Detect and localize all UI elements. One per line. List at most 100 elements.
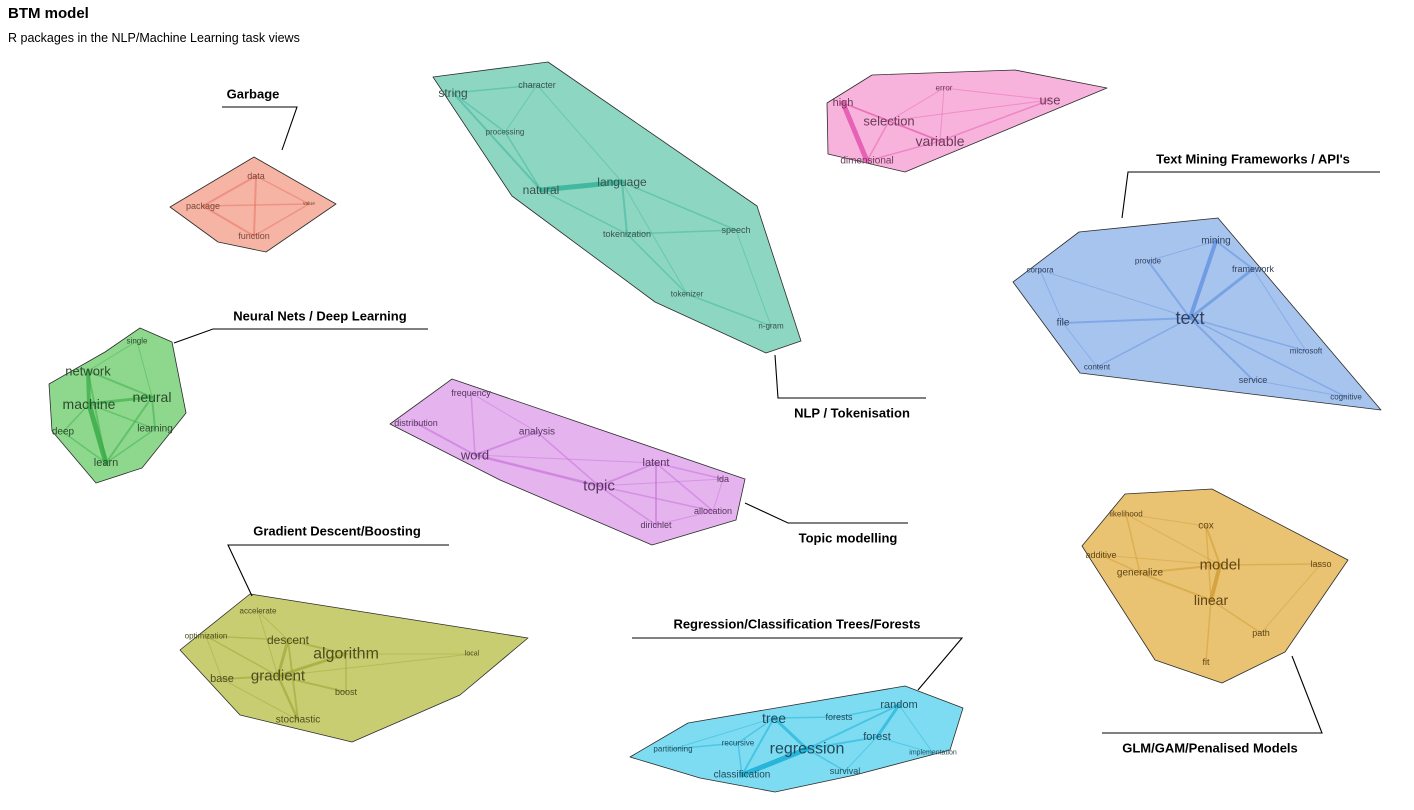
word-frequency: frequency — [451, 388, 491, 398]
word-edge — [202, 205, 255, 237]
word-edge — [452, 92, 506, 133]
word-boost: boost — [335, 687, 358, 697]
word-dimensional: dimensional — [840, 156, 893, 167]
word-latent: latent — [643, 457, 670, 469]
cluster-label-trees-forests: Regression/Classification Trees/Forests — [673, 617, 920, 632]
word-edge — [621, 181, 628, 235]
word-variable: variable — [915, 133, 964, 149]
word-implementation: implementation — [909, 750, 957, 757]
word-edge — [626, 233, 688, 295]
word-edge — [221, 675, 279, 680]
word-content: content — [1084, 363, 1111, 372]
word-edge — [1205, 525, 1212, 601]
word-edge — [221, 678, 299, 721]
cluster-hull-variable-selection — [826, 69, 1108, 173]
word-edge — [1100, 554, 1141, 574]
cluster-hull-nlp-tokenisation — [432, 61, 802, 354]
word-edge — [257, 610, 279, 677]
word-edge — [1096, 317, 1191, 368]
word-edge — [712, 478, 724, 512]
word-edge — [1209, 563, 1222, 602]
word-edge — [202, 203, 310, 207]
word-speech: speech — [721, 225, 750, 235]
word-edge — [87, 395, 154, 406]
word-edge — [202, 175, 257, 207]
cluster-callout-garbage — [222, 106, 298, 151]
word-dirichlet: dirichlet — [640, 520, 672, 530]
word-optimization: optimization — [185, 632, 228, 641]
word-tree: tree — [762, 710, 786, 726]
word-edge — [1039, 269, 1064, 324]
word-edge — [253, 175, 257, 237]
word-edge — [737, 742, 743, 776]
word-data: data — [247, 171, 265, 181]
word-edge — [105, 428, 156, 464]
word-edge — [621, 181, 737, 231]
word-edge — [538, 179, 625, 193]
word-service: service — [1239, 375, 1268, 385]
word-edge — [276, 674, 300, 722]
cluster-callout-topic-modelling — [744, 502, 908, 524]
word-edge — [1188, 267, 1255, 320]
word-edge — [287, 639, 347, 655]
word-edge — [1125, 513, 1207, 527]
word-edge — [473, 453, 601, 488]
word-edge — [136, 340, 153, 398]
word-value: value — [303, 201, 315, 207]
word-edge — [276, 652, 348, 678]
word-analysis: analysis — [519, 427, 555, 438]
word-edge — [1252, 268, 1307, 352]
cluster-hull-garbage — [169, 156, 337, 253]
word-text: text — [1175, 308, 1204, 328]
word-package: package — [186, 201, 220, 211]
word-edge — [87, 370, 153, 398]
word-edge — [1125, 513, 1221, 566]
cluster-callout-glm-gam — [1102, 655, 1323, 734]
cluster-label-text-mining: Text Mining Frameworks / API's — [1156, 152, 1350, 167]
word-edge — [1139, 572, 1212, 601]
cluster-label-glm-gam: GLM/GAM/Penalised Models — [1122, 741, 1298, 756]
word-edge — [87, 370, 107, 464]
word-selection: selection — [863, 114, 914, 129]
word-edge — [598, 485, 657, 526]
word-word: word — [460, 448, 489, 463]
word-edge — [888, 120, 941, 142]
cluster-label-garbage: Garbage — [227, 87, 280, 102]
word-edge — [875, 703, 901, 739]
word-edge — [1210, 599, 1262, 634]
word-forests: forests — [825, 712, 853, 722]
word-edge — [1039, 269, 1191, 319]
word-learning: learning — [137, 424, 173, 435]
word-edge — [105, 396, 153, 464]
word-edge — [888, 87, 945, 122]
word-edge — [1215, 240, 1254, 270]
word-edge — [88, 403, 156, 430]
word-lasso: lasso — [1310, 559, 1331, 569]
word-edge — [470, 392, 476, 456]
word-edge — [866, 140, 941, 162]
word-survival: survival — [830, 766, 861, 776]
word-edge — [277, 653, 473, 677]
word-edge — [741, 717, 775, 776]
word-edge — [773, 716, 840, 719]
word-edge — [253, 203, 310, 237]
word-edge — [1205, 525, 1221, 566]
word-edge — [452, 84, 538, 94]
word-edge — [504, 84, 538, 133]
cluster-callout-text-mining — [1121, 171, 1380, 219]
word-edge — [62, 403, 90, 433]
word-edge — [806, 748, 846, 772]
word-regression: regression — [770, 741, 845, 758]
word-edge — [1100, 554, 1221, 566]
word-edge — [205, 635, 289, 641]
word-edge — [598, 462, 657, 487]
word-edge — [838, 704, 900, 718]
word-edge — [1062, 317, 1191, 324]
word-edge — [470, 392, 538, 433]
